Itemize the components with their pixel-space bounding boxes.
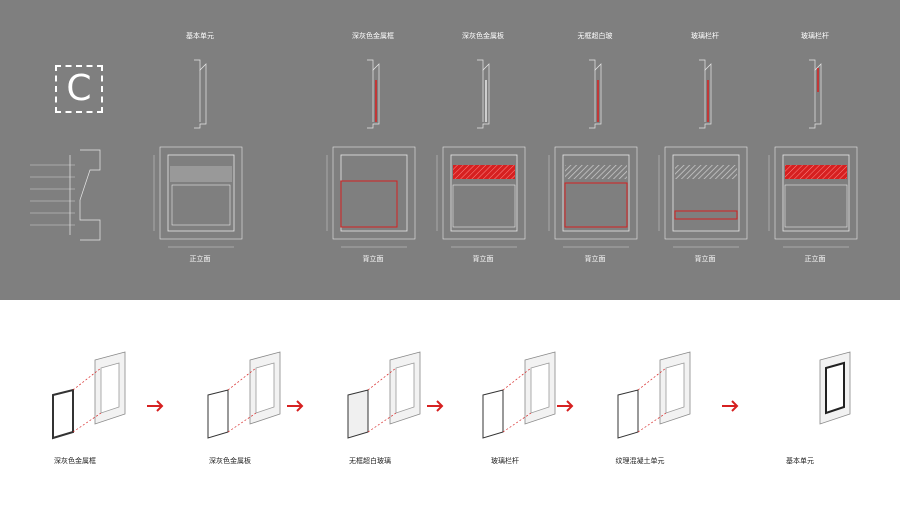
panel-hatch (565, 165, 627, 179)
metal-panel-highlight (785, 165, 847, 179)
elevation-label: 背立面 (584, 255, 606, 263)
elevation-frame (672, 154, 740, 232)
column-title: 基本单元 (186, 32, 214, 40)
rail-highlight (674, 210, 738, 220)
section-drawing (699, 59, 712, 129)
step-label: 深灰色金属框 (54, 457, 96, 465)
step-label: 深灰色金属板 (209, 457, 251, 465)
unit-opening (825, 361, 845, 415)
column-title: 深灰色金属框 (352, 32, 394, 40)
elevation-label: 正立面 (804, 255, 826, 263)
projection-line (72, 412, 102, 433)
arrow-icon (287, 400, 304, 412)
projection-line (72, 367, 102, 391)
exploded-component (52, 388, 74, 440)
step-label: 基本单元 (786, 457, 814, 465)
section-drawing (194, 59, 207, 129)
technical-drawings-panel (0, 0, 900, 300)
panel-hatch (675, 165, 737, 179)
unit-opening (395, 362, 415, 414)
arrow-icon (722, 400, 739, 412)
exploded-component (617, 389, 639, 439)
glass-outline (784, 184, 848, 228)
elevation-outer (159, 146, 243, 240)
metal-panel-highlight (453, 165, 515, 179)
wall-section-detail (69, 149, 101, 241)
projection-line (502, 412, 532, 433)
elevation-outer (332, 146, 416, 240)
step-label: 纹理混凝土单元 (615, 457, 665, 465)
elevation-label: 背立面 (362, 255, 384, 263)
arrow-icon (147, 400, 164, 412)
elevation-outer (442, 146, 526, 240)
elevation-frame (782, 154, 850, 232)
arrow-icon (557, 400, 574, 412)
frame-highlight (340, 180, 398, 228)
glass-highlight (564, 182, 628, 228)
column-title: 玻璃栏杆 (691, 32, 719, 40)
exploded-component (482, 389, 504, 439)
elevation-outer (554, 146, 638, 240)
section-drawing (367, 59, 380, 129)
projection-line (227, 367, 257, 391)
column-title: 深灰色金属板 (462, 32, 504, 40)
column-title: 无框超白玻 (577, 32, 613, 40)
unit-opening (255, 362, 275, 414)
section-drawing (589, 59, 602, 129)
elevation-label: 背立面 (694, 255, 716, 263)
exploded-component (207, 389, 229, 439)
section-logo: C (55, 65, 103, 113)
column-title: 玻璃栏杆 (801, 32, 829, 40)
step-label: 无框超白玻璃 (349, 457, 391, 465)
elevation-outer (774, 146, 858, 240)
elevation-outer (664, 146, 748, 240)
projection-line (637, 412, 667, 433)
unit-opening (100, 362, 120, 414)
projection-line (367, 412, 397, 433)
section-drawing (809, 59, 822, 129)
glass-outline (171, 184, 231, 226)
elevation-frame (562, 154, 630, 232)
unit-opening (665, 362, 685, 414)
step-label: 玻璃栏杆 (491, 457, 519, 465)
elevation-label: 正立面 (189, 255, 211, 263)
elevation-frame (167, 154, 235, 232)
elevation-label: 背立面 (472, 255, 494, 263)
exploded-component (347, 389, 369, 439)
glass-outline (452, 184, 516, 228)
projection-line (637, 367, 667, 391)
projection-line (227, 412, 257, 433)
projection-line (502, 367, 532, 391)
elevation-frame (450, 154, 518, 232)
arrow-icon (427, 400, 444, 412)
section-drawing (477, 59, 490, 129)
unit-opening (530, 362, 550, 414)
projection-line (367, 367, 397, 391)
